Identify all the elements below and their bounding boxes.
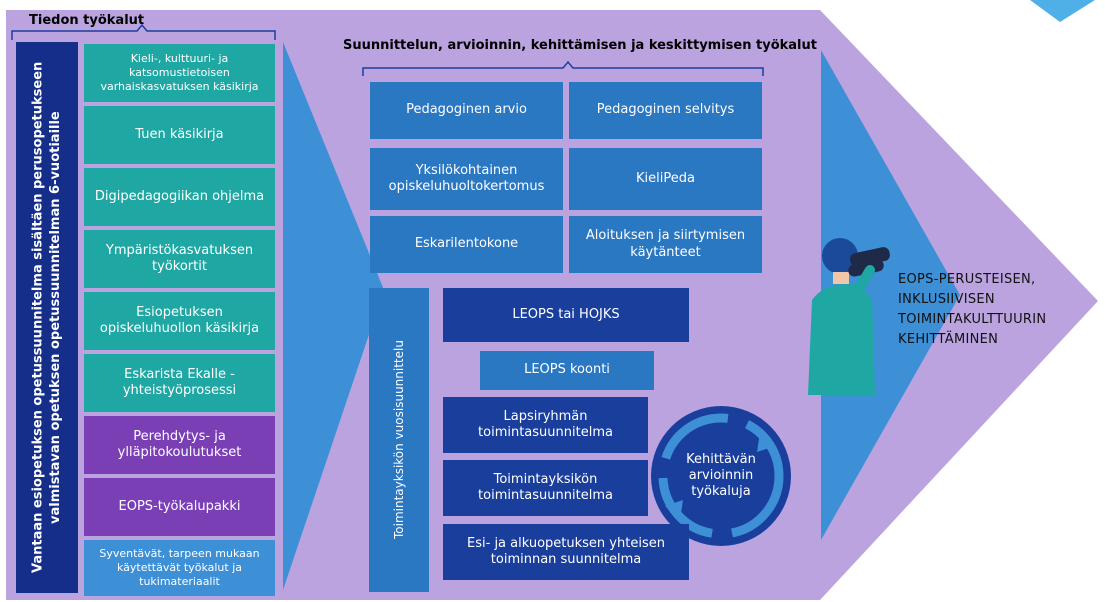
planning-tool-item: Aloituksen ja siirtymisen käytänteet — [569, 216, 762, 273]
goal-text: EOPS-PERUSTEISEN, INKLUSIIVISEN TOIMINTA… — [898, 272, 1047, 348]
corner-decoration — [1030, 0, 1095, 22]
cycle-ring — [651, 406, 791, 546]
plan-item: Esi- ja alkuopetuksen yhteisen toiminnan… — [443, 524, 689, 580]
knowledge-tool-item: Digipedagogiikan ohjelma — [84, 168, 275, 226]
funnel-arrow-left — [283, 42, 384, 590]
knowledge-tool-item: Eskarista Ekalle -yhteistyöprosessi — [84, 354, 275, 412]
knowledge-tool-item: Kieli-, kulttuuri- ja katsomustietoisen … — [84, 44, 275, 102]
left-bracket — [11, 23, 276, 40]
plan-item: Lapsiryhmän toimintasuunnitelma — [443, 397, 648, 453]
left-vertical-label: Vantaan esiopetuksen opetussuunnitelma s… — [30, 61, 63, 574]
knowledge-tool-item: EOPS-työkalupakki — [84, 478, 275, 536]
middle-bracket — [362, 60, 764, 76]
funnel-arrow-right — [821, 50, 960, 540]
planning-tool-item: Pedagoginen selvitys — [569, 82, 762, 139]
knowledge-tool-item: Esiopetuksen opiskeluhuollon käsikirja — [84, 292, 275, 350]
left-section-title: Tiedon työkalut — [29, 13, 145, 28]
plan-item: LEOPS koonti — [480, 351, 654, 390]
plan-item: LEOPS tai HOJKS — [443, 288, 689, 342]
cycle-label: Kehittävän arvioinnin työkaluja — [686, 451, 756, 500]
planning-tool-item: Pedagoginen arvio — [370, 82, 563, 139]
unit-planning-vertical-label: Toimintayksikön vuosisuunnittelu — [392, 340, 406, 540]
middle-section-title: Suunnittelun, arvioinnin, kehittämisen j… — [343, 38, 817, 53]
plan-item: Toimintayksikön toimintasuunnitelma — [443, 460, 648, 516]
knowledge-tool-item: Tuen käsikirja — [84, 106, 275, 164]
left-vertical-bar: Vantaan esiopetuksen opetussuunnitelma s… — [16, 42, 78, 593]
knowledge-tool-item: Ympäristökasvatuksen työkortit — [84, 230, 275, 288]
knowledge-tool-item: Syventävät, tarpeen mukaan käytettävät t… — [84, 540, 275, 596]
unit-planning-vertical-bar: Toimintayksikön vuosisuunnittelu — [369, 288, 429, 592]
knowledge-tool-item: Perehdytys- ja ylläpitokoulutukset — [84, 416, 275, 474]
planning-tool-item: Eskarilentokone — [370, 216, 563, 273]
person-with-binoculars-illustration — [808, 238, 890, 395]
planning-tool-item: Yksilökohtainen opiskeluhuoltokertomus — [370, 148, 563, 210]
planning-tool-item: KieliPeda — [569, 148, 762, 210]
